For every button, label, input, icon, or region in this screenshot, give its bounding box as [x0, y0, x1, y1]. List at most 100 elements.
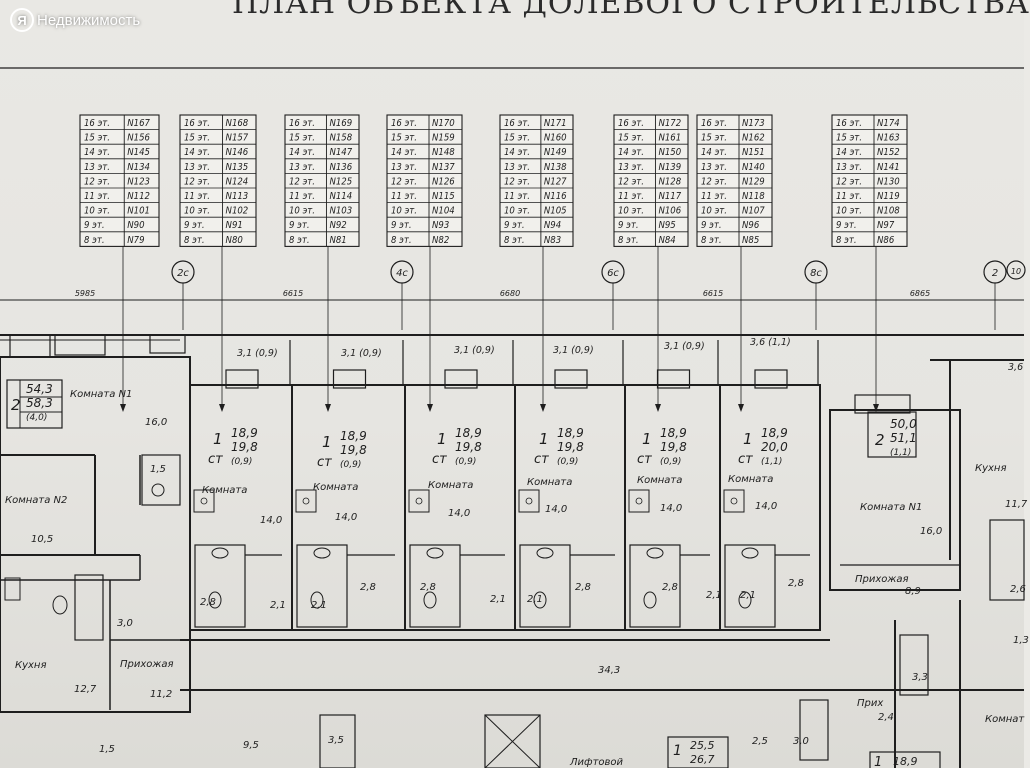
- small-area: 2,5: [752, 736, 768, 747]
- apartment-total-area: 58,3: [26, 396, 53, 410]
- apartment-rooms: 2: [875, 431, 885, 449]
- apartment-balcony-area: (1,1): [890, 448, 911, 458]
- room-label: Кухня: [975, 463, 1007, 474]
- apartment-number: N148: [432, 147, 455, 158]
- apartment-total-area: 19,8: [231, 440, 258, 454]
- apartment-number: N161: [658, 133, 681, 144]
- floor-label: 12 эт.: [618, 176, 644, 187]
- window-frame: [225, 369, 259, 389]
- small-area: 2,6: [1010, 584, 1026, 595]
- apartment-number: N149: [544, 147, 567, 158]
- studio-outline: [189, 384, 293, 631]
- apartment-type: ст: [637, 452, 652, 467]
- sink-icon: [426, 547, 444, 559]
- apartment-living-area: 18,9: [660, 426, 687, 440]
- apartment-rooms: 1: [743, 430, 753, 448]
- bathtub-bottom: [319, 714, 356, 768]
- small-area: 2,1: [311, 600, 327, 611]
- apartment-number: N138: [544, 162, 567, 173]
- floor-label: 15 эт.: [289, 133, 315, 144]
- apartment-number: N101: [127, 206, 150, 217]
- brand-watermark: Я Недвижимость: [10, 8, 140, 32]
- small-area: 2,1: [527, 594, 543, 605]
- floor-label: 15 эт.: [84, 133, 110, 144]
- bathtub-bottom: [799, 699, 829, 761]
- small-area: 3,3: [912, 672, 928, 683]
- balcony-area: 3,1 (0,9): [553, 345, 594, 356]
- studio-bathroom: [409, 544, 461, 628]
- room-label: Комната N2: [5, 495, 67, 506]
- floor-label: 8 эт.: [618, 235, 639, 246]
- apartment-living-area: 18,9: [761, 426, 788, 440]
- floor-label: 11 эт.: [701, 191, 727, 202]
- apartment-number: N94: [544, 220, 561, 231]
- floor-label: 12 эт.: [836, 176, 862, 187]
- axis-10-label: 10: [1011, 267, 1021, 276]
- apartment-number: N171: [544, 118, 567, 129]
- window-frame: [9, 334, 51, 358]
- floor-label: 8 эт.: [84, 235, 105, 246]
- floor-label: 15 эт.: [184, 133, 210, 144]
- small-area: 1,3: [1013, 635, 1029, 646]
- burner-icon: [730, 497, 738, 505]
- apartment-balcony-area: (4,0): [26, 413, 47, 423]
- apartment-2room-right: [829, 409, 961, 591]
- floor-label: 10 эт.: [836, 206, 862, 217]
- balcony-area: 3,1 (0,9): [664, 341, 705, 352]
- small-area: 2,1: [490, 594, 506, 605]
- apartment-number: N104: [432, 206, 455, 217]
- floor-label: 12 эт.: [289, 176, 315, 187]
- studio-outline: [291, 384, 406, 631]
- elevator-shaft: [484, 714, 541, 768]
- apartment-balcony-area: (0,9): [660, 457, 681, 467]
- floor-label: 11 эт.: [184, 191, 210, 202]
- floor-table-border: [386, 114, 463, 247]
- apartment-rooms: 1: [213, 430, 223, 448]
- apartment-type: ст: [317, 455, 332, 470]
- apartment-number: N139: [658, 162, 681, 173]
- toilet-icon: [310, 591, 324, 609]
- apartment-number: N167: [127, 118, 150, 129]
- floor-label: 16 эт.: [184, 118, 210, 129]
- floor-label: 10 эт.: [84, 206, 110, 217]
- small-area: 34,3: [598, 665, 620, 676]
- apartment-number: N102: [226, 206, 249, 217]
- stove-icon: [723, 489, 745, 513]
- floor-label: 9 эт.: [701, 220, 722, 231]
- floor-table-border: [613, 114, 689, 247]
- floor-label: 8 эт.: [701, 235, 722, 246]
- small-area: 2,8: [360, 582, 376, 593]
- apartment-number: N114: [329, 191, 352, 202]
- apartment-total-area: 20,0: [761, 440, 788, 454]
- stove-icon: [408, 489, 430, 513]
- room-area: 14,0: [335, 512, 357, 523]
- small-area: 2,8: [200, 597, 216, 608]
- floor-table: [499, 114, 574, 247]
- floor-label: 14 эт.: [289, 147, 315, 158]
- floor-label: 14 эт.: [391, 147, 417, 158]
- apartment-number: N118: [742, 191, 765, 202]
- apartment-number: N107: [742, 206, 765, 217]
- floor-label: 10 эт.: [289, 206, 315, 217]
- apartment-number: N79: [127, 235, 144, 246]
- apartment-number: N156: [127, 133, 150, 144]
- leader-arrow: [738, 404, 744, 412]
- room-area: 14,0: [448, 508, 470, 519]
- apartment-number: N82: [432, 235, 449, 246]
- room-area: 10,5: [31, 534, 53, 545]
- floor-table: [179, 114, 257, 247]
- toilet-icon: [208, 591, 222, 609]
- apartment-total-area: 26,7: [690, 753, 715, 766]
- floor-label: 13 эт.: [391, 162, 417, 173]
- apartment-number: N130: [877, 176, 900, 187]
- apartment-number: N92: [329, 220, 346, 231]
- apartment-living-area: 50,0: [890, 417, 917, 431]
- apartment-balcony-area: (0,9): [231, 457, 252, 467]
- apartment-total-area: 51,1: [890, 431, 917, 445]
- studio-bathroom: [296, 544, 348, 628]
- room-area: 8,9: [905, 586, 921, 597]
- room-area: 16,0: [145, 417, 167, 428]
- floor-label: 9 эт.: [618, 220, 639, 231]
- floor-label: 13 эт.: [84, 162, 110, 173]
- apartment-number: N84: [658, 235, 675, 246]
